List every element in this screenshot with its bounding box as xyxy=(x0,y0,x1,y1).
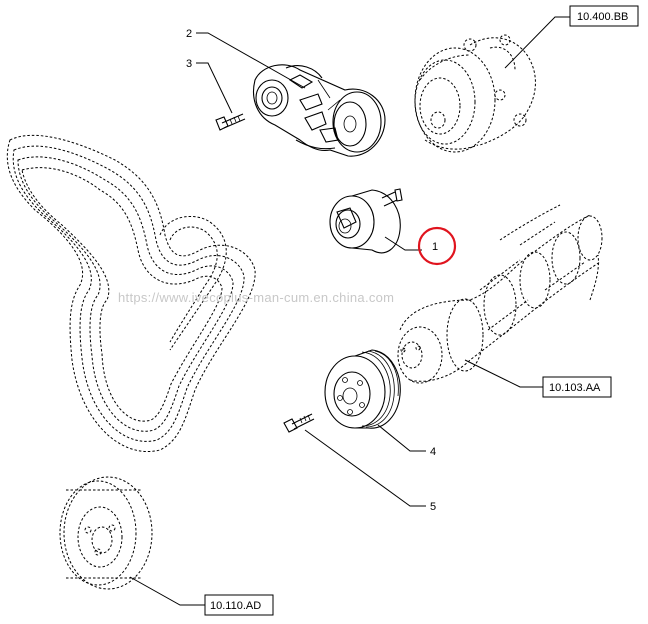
highlight-circle xyxy=(417,226,457,266)
grooved-pulley-part-4 xyxy=(324,349,401,429)
callout-5: 5 xyxy=(430,501,436,513)
ref-box-crankshaft[interactable]: 10.103.AA xyxy=(542,376,612,398)
ref-label-water-pump: 10.400.BB xyxy=(577,11,628,23)
callout-4: 4 xyxy=(430,446,436,458)
serpentine-belt xyxy=(6,134,256,452)
callout-1: 1 xyxy=(432,241,438,253)
belt-tensioner xyxy=(253,64,386,157)
ref-label-damper-pulley: 10.110.AD xyxy=(210,600,261,612)
bolt-part-3 xyxy=(215,113,246,131)
callout-2: 2 xyxy=(186,28,192,40)
leader-lines xyxy=(129,16,570,606)
ref-box-water-pump[interactable]: 10.400.BB xyxy=(569,5,639,27)
watermark-text: https://www.ivecoplus-man-cum.en.china.c… xyxy=(118,290,394,305)
crankshaft xyxy=(397,204,603,384)
damper-pulley xyxy=(59,476,153,590)
ref-box-damper-pulley[interactable]: 10.110.AD xyxy=(204,594,274,616)
idler-pulley-part-1 xyxy=(329,188,403,254)
bolt-part-5 xyxy=(283,413,315,433)
ref-label-crankshaft: 10.103.AA xyxy=(549,382,601,394)
water-pump xyxy=(414,34,536,153)
callout-3: 3 xyxy=(186,58,192,70)
